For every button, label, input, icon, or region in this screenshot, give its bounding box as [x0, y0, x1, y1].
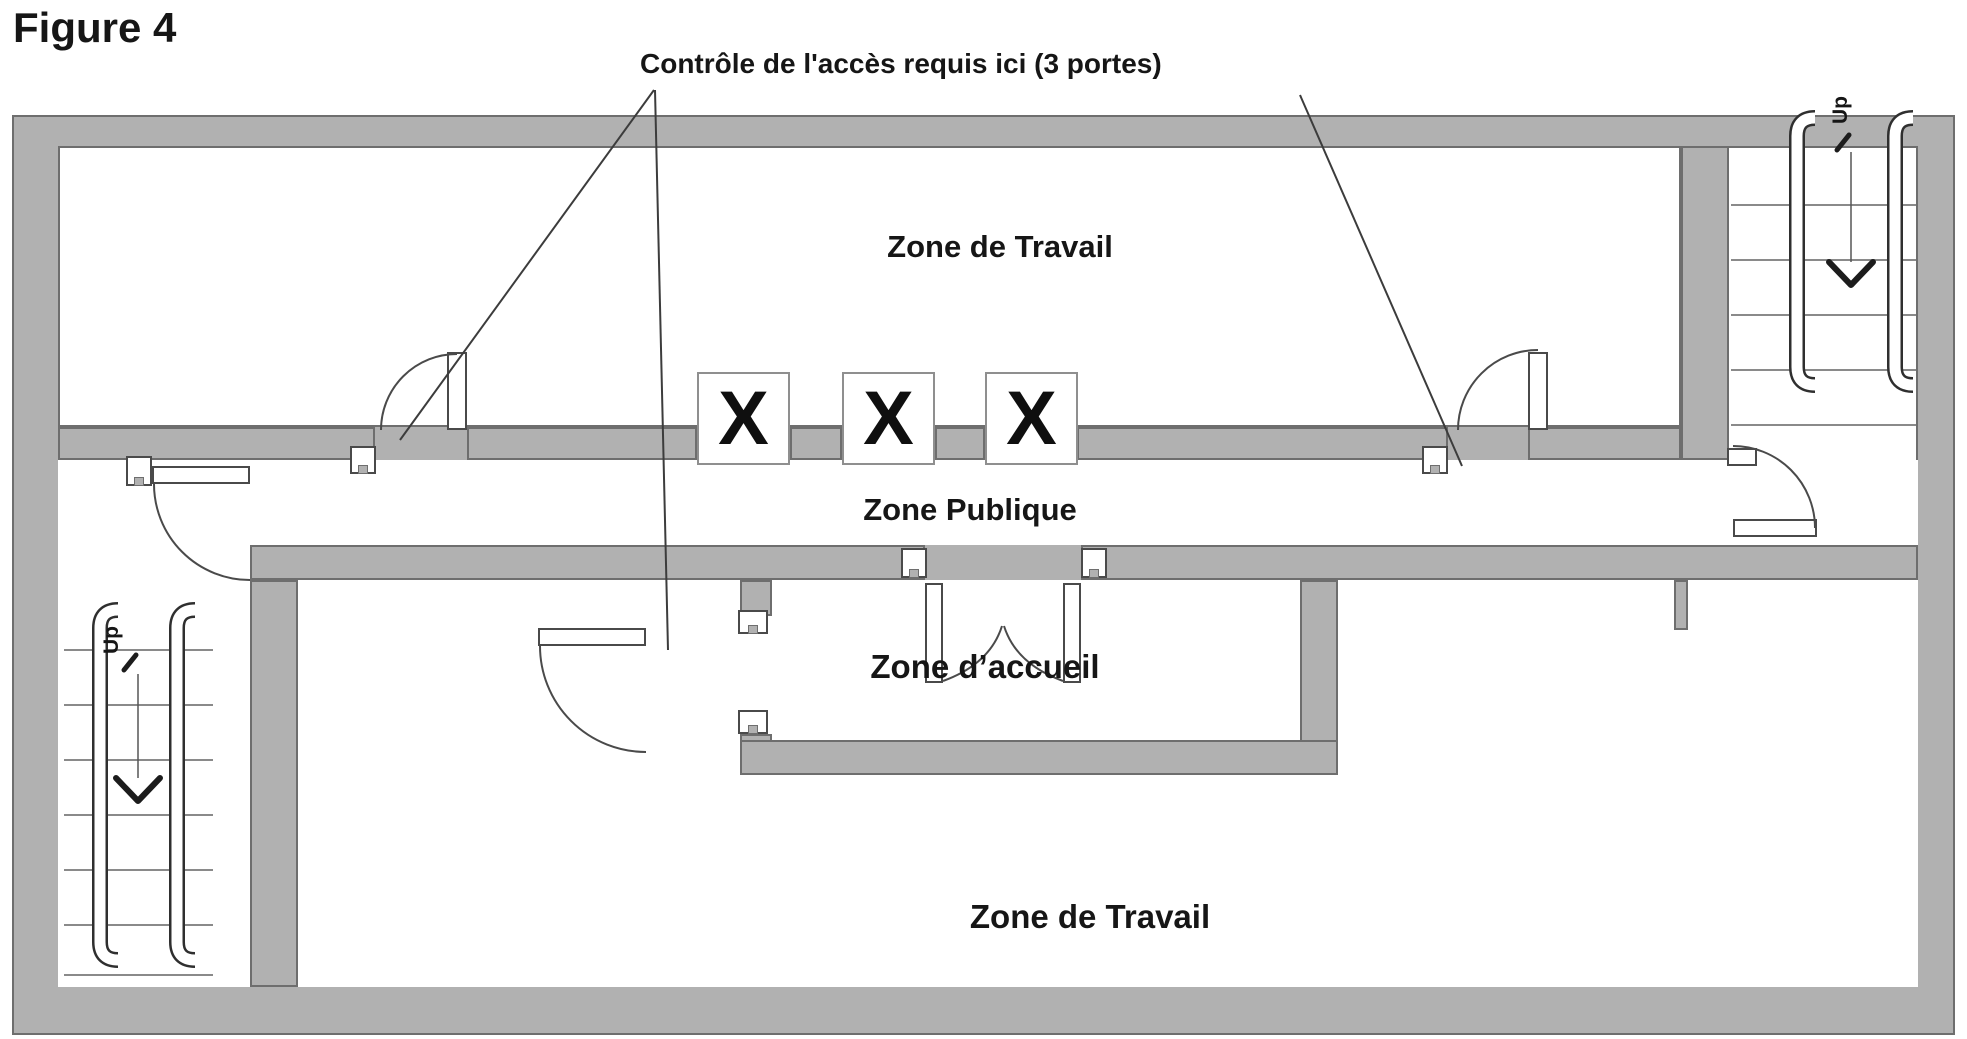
stair-up-label-top-right: Up: [1829, 96, 1852, 124]
door-jamb: [1081, 548, 1107, 578]
door-leaf-double-left: [925, 583, 943, 683]
jamb-notch: [1089, 569, 1099, 578]
stair-separator-bottom-left: [250, 580, 298, 987]
wall-stub: [1674, 580, 1688, 630]
door-leaf-corridor-top-right: [1528, 352, 1548, 430]
x-mark-icon: X: [718, 375, 769, 461]
corridor-public-zone: [58, 460, 1918, 545]
door-jamb: [901, 548, 927, 578]
jamb-notch: [748, 725, 758, 734]
corridor-top-wall-seg4: [935, 427, 985, 460]
stairwell-bottom-left: [58, 545, 250, 987]
x-mark-icon: X: [863, 375, 914, 461]
door-jamb: [1422, 446, 1448, 474]
corridor-top-wall-seg3: [790, 427, 842, 460]
stair-separator-top-right: [1681, 146, 1729, 460]
door-jamb: [738, 710, 768, 734]
door-jamb: [1727, 448, 1757, 466]
jamb-notch: [909, 569, 919, 578]
jamb-notch: [1430, 465, 1440, 474]
door-leaf-stair-bottom-left: [152, 466, 250, 484]
zone-label-work-top: Zone de Travail: [887, 229, 1113, 264]
access-control-marker-2: X: [842, 372, 935, 465]
corridor-top-wall-seg6: [1528, 427, 1681, 460]
corridor-top-wall-seg2: [467, 427, 697, 460]
jamb-notch: [748, 625, 758, 634]
corridor-bottom-wall-east: [1081, 545, 1918, 580]
door-leaf-corridor-top-left: [447, 352, 467, 430]
door-leaf-double-right: [1063, 583, 1081, 683]
door-jamb: [738, 610, 768, 634]
stair-up-label-bottom-left: Up: [100, 626, 123, 654]
door-leaf-reception-west: [538, 628, 646, 646]
zone-label-reception: Zone d’accueil: [870, 648, 1100, 685]
jamb-notch: [134, 477, 144, 486]
corridor-top-wall-seg5: [1077, 427, 1448, 460]
door-jamb: [126, 456, 152, 486]
door-leaf-stair-landing-right: [1733, 519, 1817, 537]
jamb-notch: [358, 465, 368, 474]
corridor-top-wall-seg1: [58, 427, 375, 460]
access-control-marker-1: X: [697, 372, 790, 465]
access-control-annotation: Contrôle de l'accès requis ici (3 portes…: [640, 48, 1162, 79]
reception-south-wall: [740, 740, 1338, 775]
zone-label-work-bottom: Zone de Travail: [969, 898, 1211, 935]
corridor-bottom-wall-west: [250, 545, 925, 580]
zone-label-public: Zone Publique: [863, 492, 1077, 527]
figure-title: Figure 4: [13, 4, 177, 51]
door-jamb: [350, 446, 376, 474]
access-control-marker-3: X: [985, 372, 1078, 465]
x-mark-icon: X: [1006, 375, 1057, 461]
